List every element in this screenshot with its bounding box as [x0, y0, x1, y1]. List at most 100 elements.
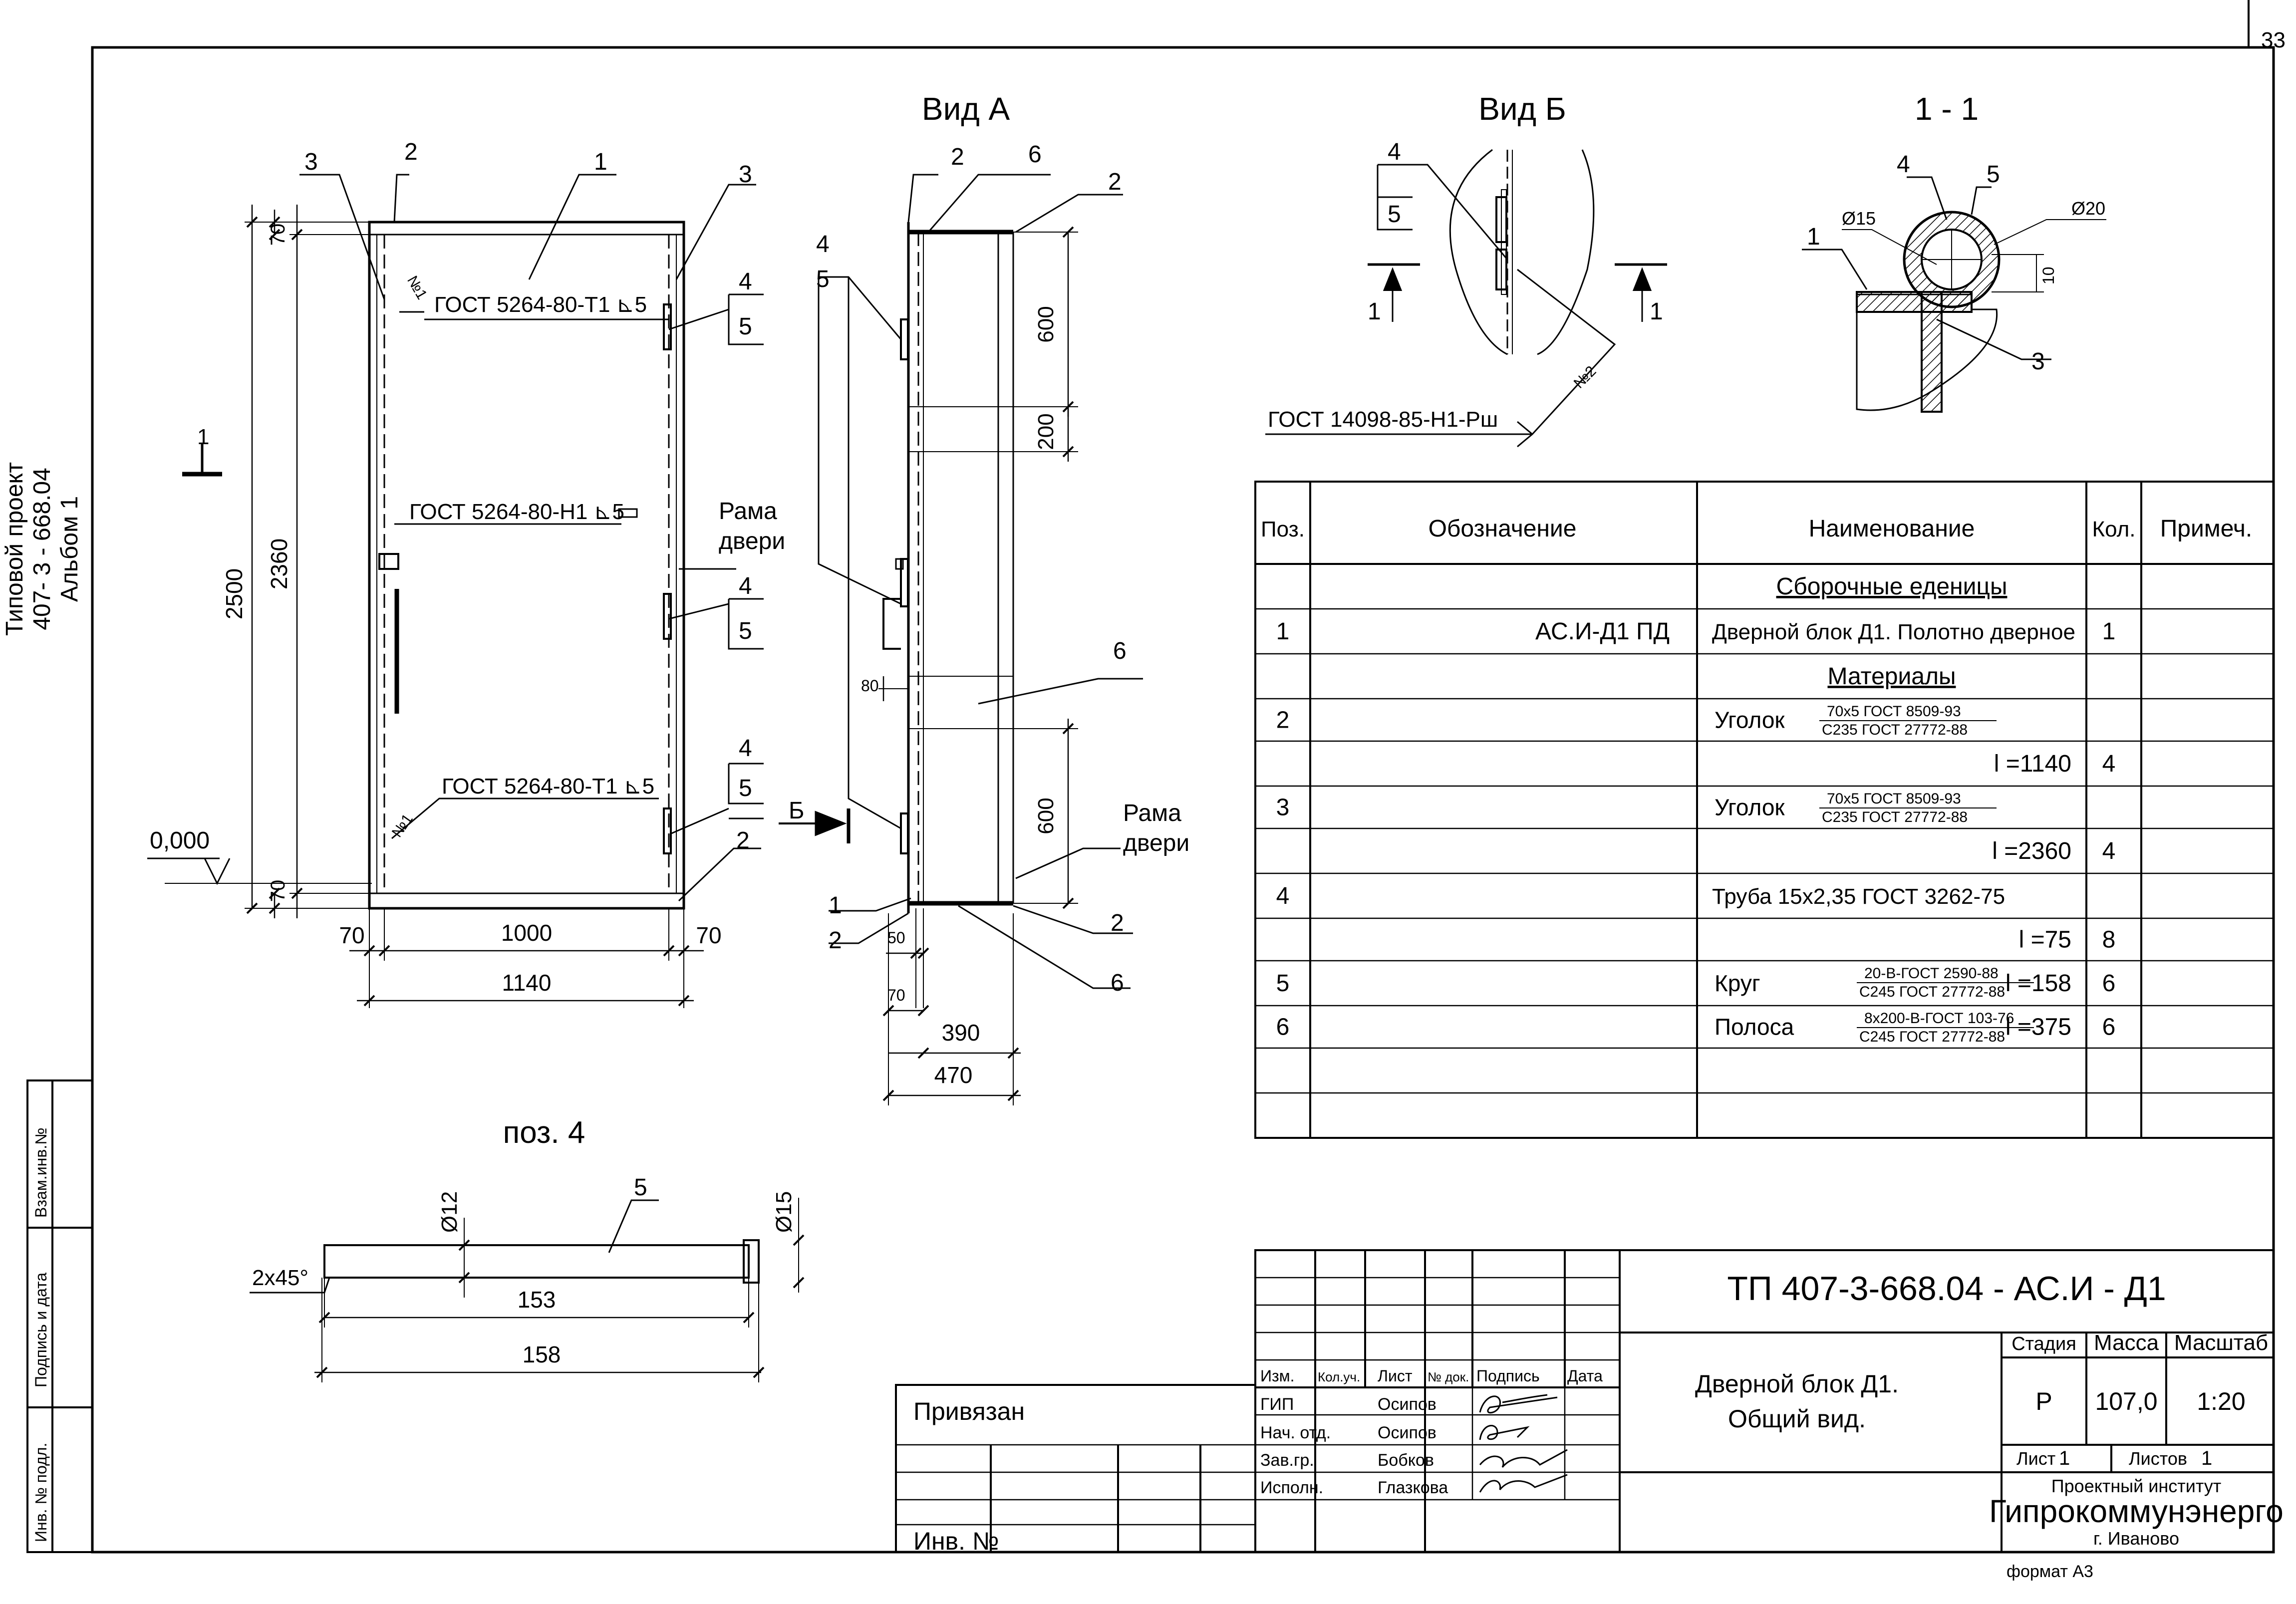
spec-row-qty: 4: [2102, 751, 2116, 777]
spec-table: Поз. Обозначение Наименование Кол. Приме…: [1261, 516, 2252, 542]
spec-row-sub-top: 70x5 ГОСТ 8509-93: [1827, 703, 1961, 720]
title-block-row-lines: [1255, 1277, 1620, 1501]
sv-view-arrow: Б: [789, 798, 805, 824]
p4-label-5: 5: [634, 1174, 647, 1201]
spec-row-qty: 8: [2102, 927, 2116, 953]
title-block-grid: [1254, 1249, 2275, 1553]
spec-table-rows: Сборочные еденицы 1 АС.И-Д1 ПД Дверной блок…: [1276, 573, 2116, 1045]
fv-pos1: 1: [594, 149, 607, 175]
spec-row-sub-bottom: С245 ГОСТ 27772-88: [1859, 984, 2005, 1000]
tb-role-ispoln: Исполн.: [1260, 1478, 1323, 1497]
title-vid-b: Вид Б: [1478, 91, 1566, 127]
tb-org-line1: Проектный институт: [2051, 1476, 2221, 1496]
tb-mass-header: Масса: [2094, 1331, 2159, 1355]
title-poz4: поз. 4: [503, 1115, 585, 1150]
vb-p5: 5: [1388, 201, 1401, 228]
tb-scale-header: Масштаб: [2174, 1331, 2268, 1355]
stamp-vzam: Взам.инв.№: [32, 1128, 50, 1218]
vb-section-mark-right: 1: [1650, 298, 1663, 325]
sv-p2-bottom: 2: [1111, 910, 1124, 936]
side-dim-ticks: [882, 226, 1074, 1101]
spec-row-length: l =375: [2006, 1014, 2071, 1041]
spec-row-designation: АС.И-Д1 ПД: [1535, 618, 1670, 645]
spec-row-pos: 2: [1276, 707, 1290, 734]
fv-pos4-a: 4: [739, 268, 752, 295]
fv-weld-bottom: ГОСТ 5264-80-Т1 ⊾5: [442, 774, 654, 799]
fv-section-mark: 1: [197, 425, 209, 449]
tb-stage-header: Стадия: [2011, 1334, 2076, 1354]
spec-row-qty: 6: [2102, 1014, 2116, 1041]
fv-dim-w70-right: 70: [696, 922, 721, 948]
s11-p5: 5: [1987, 161, 2000, 188]
tb-name-zav: Бобков: [1378, 1451, 1434, 1470]
title-vid-a: Вид А: [922, 91, 1010, 127]
fv-weld-top: ГОСТ 5264-80-Т1 ⊾5: [434, 292, 647, 317]
spec-row-sub-top: 8x200-В-ГОСТ 103-76: [1864, 1010, 2014, 1027]
tb-col-list: Лист: [1378, 1367, 1413, 1385]
spec-row-length: l =75: [2019, 927, 2071, 953]
front-dim-ticks: [246, 216, 690, 1007]
sv-frame-label-1: Рама: [1123, 800, 1181, 826]
side-project-line3: Альбом 1: [56, 496, 83, 602]
spec-row-section-title: Сборочные еденицы: [1776, 573, 2008, 600]
tb-col-doc: № док.: [1428, 1369, 1469, 1384]
fv-pos5-a: 5: [739, 313, 752, 340]
s11-d10: 10: [2039, 267, 2057, 284]
fv-weld-mark-bottom: №1: [389, 811, 416, 840]
tb-name-ispoln: Глазкова: [1378, 1478, 1448, 1497]
sv-dim-50: 50: [887, 929, 905, 947]
spec-header-note: Примеч.: [2160, 516, 2252, 542]
sv-dim-470: 470: [934, 1062, 973, 1088]
sv-p6-top: 6: [1028, 141, 1042, 168]
fv-weld-mid: ГОСТ 5264-80-Н1 ⊾5: [409, 500, 624, 524]
tb-mass: 107,0: [2095, 1387, 2157, 1415]
pos4-detail: [250, 1198, 799, 1382]
s11-p3: 3: [2031, 348, 2045, 375]
side-project-line1: Типовой проект: [1, 462, 28, 636]
stamp-podpis: Подпись и дата: [32, 1273, 50, 1387]
sv-dim-390: 390: [942, 1020, 980, 1046]
tb-stage: Р: [2035, 1387, 2052, 1415]
sv-frame-label-2: двери: [1123, 830, 1189, 856]
spec-table-grid: [1254, 481, 2275, 1139]
spec-header-designation: Обозначение: [1429, 516, 1577, 542]
fv-weld-mark-top: №1: [404, 273, 430, 302]
tb-name-nach: Осипов: [1378, 1423, 1436, 1442]
spec-row-qty: 1: [2102, 618, 2116, 645]
view-b: [1265, 149, 1667, 448]
side-stamp: [26, 1079, 93, 1553]
s11-p1: 1: [1807, 224, 1820, 250]
format-label: формат А3: [2007, 1562, 2093, 1581]
spec-row-name: Дверной блок Д1. Полотно дверное: [1712, 620, 2075, 644]
tb-sheets: 1: [2201, 1447, 2212, 1469]
spec-row-length: l =2360: [1992, 838, 2071, 864]
side-project-line2: 407- 3 - 668.04: [29, 468, 55, 630]
spec-row-section-title: Материалы: [1827, 663, 1956, 690]
sv-dim-80: 80: [861, 677, 879, 695]
tb-col-izm: Изм.: [1260, 1367, 1295, 1385]
side-view-labels: 2 6 2 4 5 6 1 2 2 6: [816, 141, 1127, 996]
sv-p2-left: 2: [829, 927, 842, 954]
spec-row-pos: 3: [1276, 795, 1290, 821]
title-block: Изм. Кол.уч. Лист № док. Подпись Дата ГИ…: [1260, 1270, 2284, 1549]
fv-dim-70-bottom: 70: [267, 880, 289, 902]
tb-col-podpis: Подпись: [1476, 1367, 1540, 1385]
privyazan-label: Привязан: [913, 1397, 1025, 1425]
sv-p5: 5: [816, 266, 830, 292]
fv-leader-boxes: [728, 293, 764, 819]
spec-row-sub-bottom: С245 ГОСТ 27772-88: [1859, 1029, 2005, 1045]
fv-dim-2360: 2360: [266, 538, 292, 589]
title-section-1-1: 1 - 1: [1915, 91, 1979, 127]
tb-drawing-name-1: Дверной блок Д1.: [1695, 1370, 1899, 1398]
spec-row-sub-bottom: С235 ГОСТ 27772-88: [1822, 722, 1968, 738]
s11-p4: 4: [1897, 151, 1910, 178]
tb-org-name: Гипрокоммунэнерго: [1989, 1493, 2284, 1529]
spec-row-name: Полоса: [1715, 1014, 1794, 1040]
fv-frame-label-1: Рама: [719, 498, 777, 525]
tb-role-gip: ГИП: [1260, 1395, 1294, 1414]
spec-table-row-lines: [1255, 608, 2274, 1094]
tb-col-kol: Кол.уч.: [1318, 1369, 1360, 1384]
stamp-inv: Инв. № подл.: [32, 1443, 50, 1542]
fv-pos5-b: 5: [739, 618, 752, 644]
